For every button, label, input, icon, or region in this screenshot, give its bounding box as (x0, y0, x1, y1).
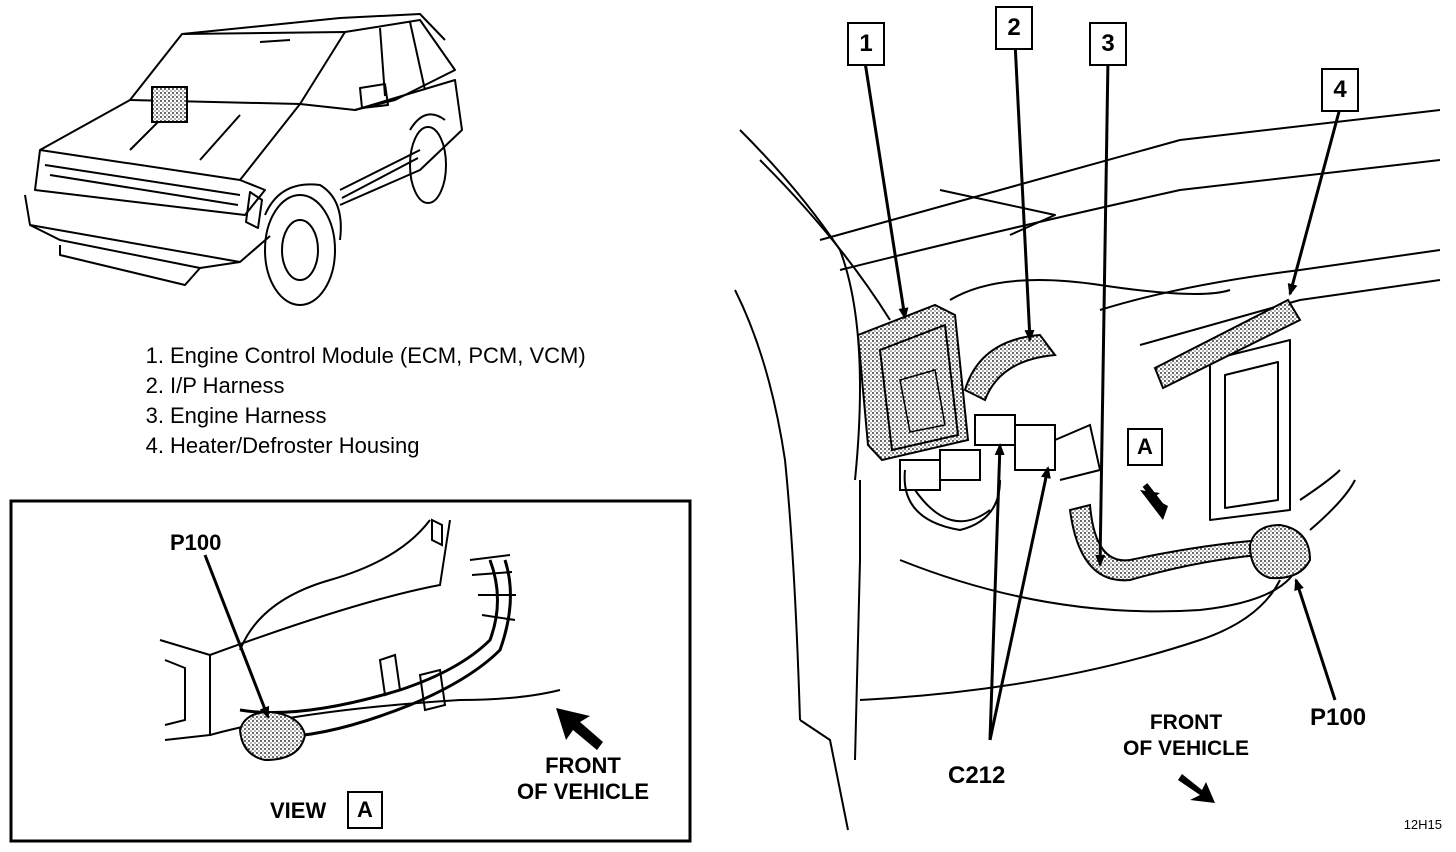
callout-2-arrow (1013, 41, 1035, 342)
ip-harness (963, 333, 1057, 402)
c212-arrow-a (988, 443, 1005, 741)
main-front-arrow-icon (1178, 774, 1215, 803)
p100-arrow (1294, 578, 1337, 701)
legend-item-1: 1.Engine Control Module (ECM, PCM, VCM) (145, 343, 586, 368)
main-artwork (734, 109, 1441, 831)
inset-p100-connector (238, 710, 307, 762)
callout-2: 2 (995, 6, 1033, 50)
inset-p100-label: P100 (170, 530, 222, 555)
callout-1-arrow (863, 61, 909, 320)
figure-code: 12H15 (1403, 817, 1442, 832)
main-view-a-marker: A (1127, 428, 1163, 466)
inset-p100-arrow (203, 554, 270, 719)
callout-4: 4 (1321, 68, 1359, 112)
heater-defroster-housing (1153, 298, 1302, 390)
main-p100-connector (1248, 523, 1312, 580)
inset-view-label: VIEW (270, 798, 327, 823)
inset-frame (9, 499, 692, 843)
vehicle-illustration (24, 13, 463, 306)
inset-front-of-vehicle-label: FRONT OF VEHICLE (516, 753, 649, 804)
ecm-module (856, 303, 970, 462)
legend-item-2: 2.I/P Harness (145, 373, 285, 398)
main-front-of-vehicle-label: FRONT OF VEHICLE (1122, 711, 1249, 760)
callout-3-arrow (1095, 57, 1110, 567)
c212-arrow-b (988, 466, 1051, 741)
ecm-location-marker (151, 86, 188, 123)
inset-front-arrow-icon (556, 708, 603, 750)
main-p100-label: P100 (1310, 704, 1367, 731)
callout-3: 3 (1089, 22, 1127, 66)
c212-label: C212 (948, 762, 1006, 789)
view-a-direction-arrow-icon (1140, 490, 1168, 520)
legend-item-4: 4.Heater/Defroster Housing (145, 433, 420, 458)
callout-1: 1 (847, 22, 885, 66)
legend-item-3: 3.Engine Harness (145, 403, 327, 428)
callout-4-arrow (1287, 107, 1342, 296)
inset-view-letter-box: A (347, 791, 383, 829)
